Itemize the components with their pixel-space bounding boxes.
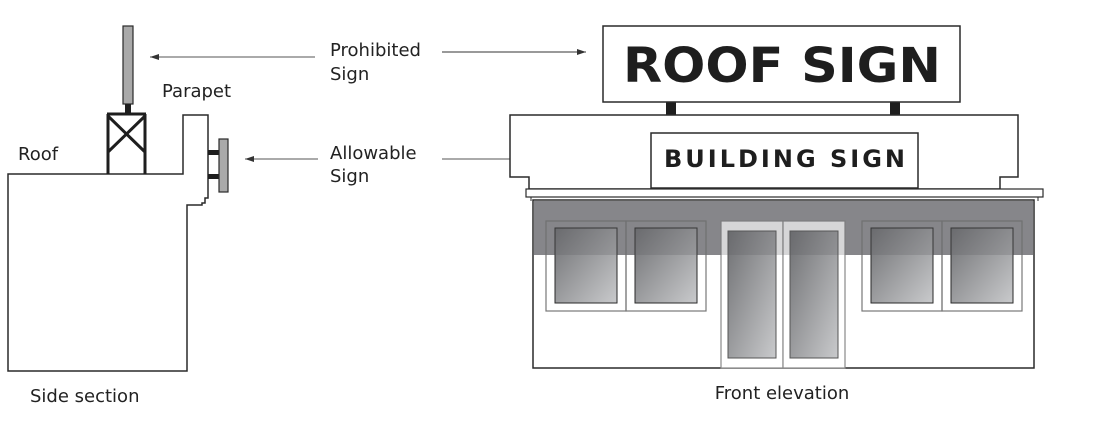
allowable-sign-panel bbox=[218, 138, 229, 193]
door-glass bbox=[789, 230, 839, 359]
building-sign-text: BUILDING SIGN bbox=[664, 145, 908, 173]
window-glass bbox=[634, 227, 698, 304]
allowable-label-line2: Sign bbox=[330, 166, 369, 187]
prohibited-label-line1: Prohibited bbox=[330, 40, 421, 61]
cornice bbox=[525, 188, 1044, 198]
prohibited-sign-panel bbox=[122, 25, 134, 105]
window-glass bbox=[870, 227, 934, 304]
callouts: Prohibited Sign Allowable Sign bbox=[150, 40, 641, 187]
roof-sign-post-right bbox=[890, 102, 900, 115]
roof-sign-panel bbox=[602, 25, 961, 103]
entry-doors bbox=[720, 220, 846, 369]
building-sign-panel bbox=[650, 132, 919, 189]
front-elevation-caption: Front elevation bbox=[715, 383, 850, 404]
front-elevation-drawing: ROOF SIGN BUILDING SIGN bbox=[509, 25, 1044, 404]
prohibited-label-line2: Sign bbox=[330, 64, 369, 85]
awning-overlay bbox=[534, 201, 1033, 255]
side-section-caption: Side section bbox=[30, 386, 139, 407]
left-window-pair bbox=[545, 220, 707, 312]
prohibited-sign-post bbox=[125, 104, 131, 114]
window-glass bbox=[950, 227, 1014, 304]
window-glass bbox=[554, 227, 618, 304]
roof-sign-text: ROOF SIGN bbox=[623, 38, 941, 94]
building-outline bbox=[7, 114, 209, 372]
allowable-sign-bracket-top bbox=[208, 150, 220, 155]
roof-label: Roof bbox=[18, 144, 59, 165]
roof-sign-post-left bbox=[666, 102, 676, 115]
door-glass bbox=[727, 230, 777, 359]
right-window-pair bbox=[861, 220, 1023, 312]
support-frame bbox=[106, 112, 147, 174]
allowable-label-line1: Allowable bbox=[330, 143, 417, 164]
side-section-drawing: Roof Parapet Side section bbox=[7, 25, 231, 407]
parapet-label: Parapet bbox=[162, 81, 231, 102]
allowable-sign-bracket-bottom bbox=[208, 174, 220, 179]
